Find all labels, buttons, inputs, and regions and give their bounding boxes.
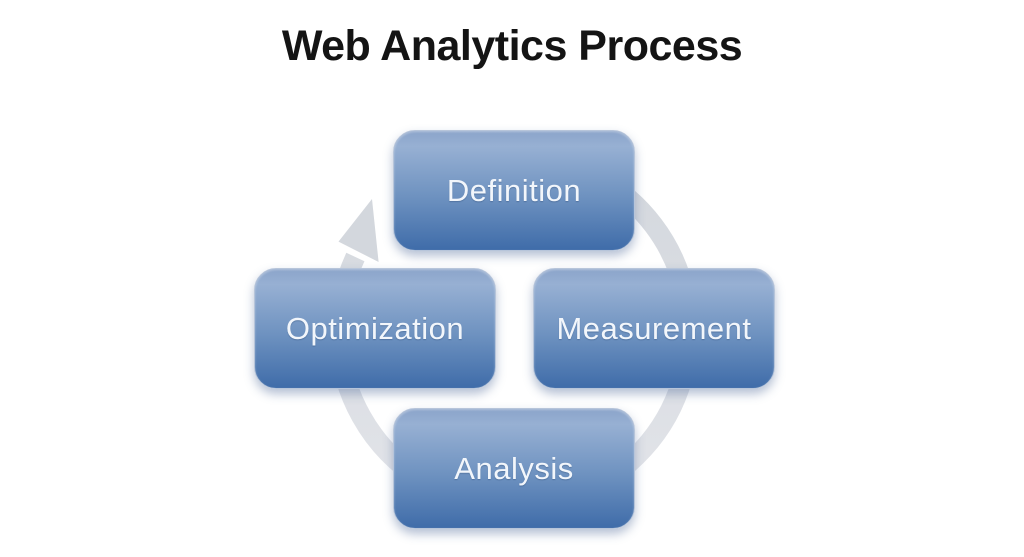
step-optimization-label: Optimization: [285, 310, 465, 346]
step-analysis-label: Analysis: [454, 450, 574, 486]
step-measurement: Measurement: [533, 268, 775, 389]
page-title: Web Analytics Process: [281, 22, 743, 70]
step-definition-label: Definition: [446, 172, 582, 208]
step-optimization: Optimization: [254, 268, 496, 389]
step-definition: Definition: [393, 130, 635, 251]
step-analysis: Analysis: [393, 408, 635, 529]
step-measurement-label: Measurement: [556, 310, 752, 346]
cycle-arrowhead-icon: [338, 199, 379, 262]
